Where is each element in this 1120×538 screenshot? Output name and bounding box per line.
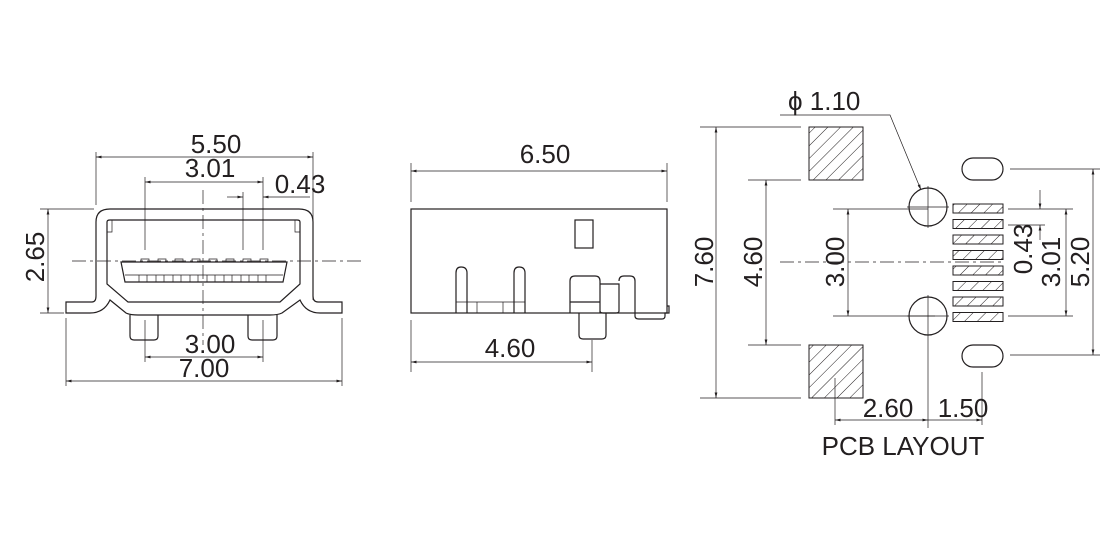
oval-top (961, 157, 1004, 181)
side-view: 6.50 4.60 (410, 139, 670, 372)
pin-left (455, 266, 468, 313)
dim-2-65: 2.65 (20, 232, 50, 283)
dim-hole-diameter: ϕ 1.10 (788, 86, 860, 116)
right-leg (247, 315, 278, 341)
left-leg (129, 315, 159, 341)
dim-4-60: 4.60 (485, 333, 536, 363)
pad-top (808, 126, 864, 181)
window (574, 219, 594, 249)
contacts (125, 258, 283, 282)
pcb-layout: ϕ 1.10 7.60 4.60 3.00 0.43 3.01 5.20 2.6… (689, 86, 1100, 461)
tongue (120, 261, 288, 283)
dim-2-60: 2.60 (863, 393, 914, 423)
pad-bottom (808, 344, 864, 399)
dim-3-00: 3.00 (185, 329, 236, 359)
dim-5-50: 5.50 (191, 129, 242, 159)
dim-7-60: 7.60 (689, 237, 719, 288)
dim-6-50: 6.50 (520, 139, 571, 169)
rear-block (569, 275, 601, 313)
shell-inner (106, 219, 301, 303)
dim-5-20: 5.20 (1065, 237, 1095, 288)
dim-3-01: 3.01 (185, 153, 236, 183)
oval-bottom (961, 344, 1004, 368)
body (410, 208, 668, 314)
hole-leader (780, 114, 922, 191)
signal-pads (952, 203, 1004, 322)
dim-4-60: 4.60 (738, 237, 768, 288)
pcb-layout-title: PCB LAYOUT (822, 431, 985, 461)
dim-3-00: 3.00 (820, 237, 850, 288)
dim-0-43: 0.43 (1008, 224, 1038, 275)
dim-3-01: 3.01 (1036, 237, 1066, 288)
dim-1-50: 1.50 (938, 393, 989, 423)
dim-7-00: 7.00 (179, 353, 230, 383)
dim-0-43: 0.43 (275, 169, 326, 199)
front-view: 5.50 3.01 0.43 2.65 3.00 7.00 (20, 129, 362, 386)
shell-outline (65, 208, 343, 316)
pin-right (513, 266, 526, 313)
rear-tab (618, 275, 670, 320)
rear-leg (578, 313, 607, 340)
